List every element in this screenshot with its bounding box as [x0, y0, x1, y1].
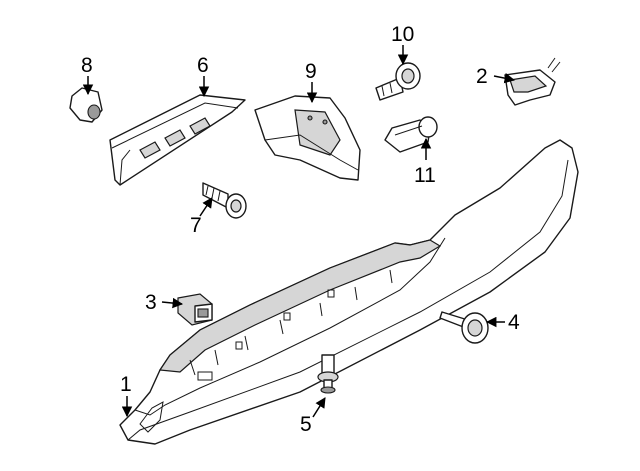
callout-6: 6: [197, 54, 209, 77]
plug-clip-part-11: [384, 116, 438, 153]
callout-8: 8: [81, 54, 93, 77]
callout-1: 1: [120, 373, 132, 396]
retainer-strip-part-6: [109, 94, 246, 186]
clip-part-3: [177, 293, 213, 326]
bracket-part-9: [254, 95, 361, 181]
callout-2: 2: [476, 65, 488, 88]
callout-9: 9: [305, 60, 317, 83]
screw-part-7: [202, 182, 247, 219]
callout-labels: 1 2 3 4 5 6 7 8 9 10 11: [81, 23, 520, 436]
callout-10: 10: [391, 23, 414, 46]
nut-part-8: [69, 87, 103, 123]
bracket-part: [504, 57, 561, 106]
leader-3: [161, 297, 184, 309]
stud-fastener-part-5: [317, 354, 339, 394]
rocker-molding: [119, 139, 579, 445]
callout-5: 5: [300, 413, 312, 436]
bolt-part-10: [375, 62, 421, 101]
leader-lines: [82, 45, 516, 418]
callout-11: 11: [414, 164, 436, 187]
callout-4: 4: [508, 311, 520, 334]
leader-2: [493, 72, 516, 84]
callout-7: 7: [190, 214, 202, 237]
callout-3: 3: [145, 291, 157, 314]
leader-5: [312, 397, 326, 418]
push-pin-part-4: [439, 311, 489, 344]
leader-7: [199, 197, 213, 217]
